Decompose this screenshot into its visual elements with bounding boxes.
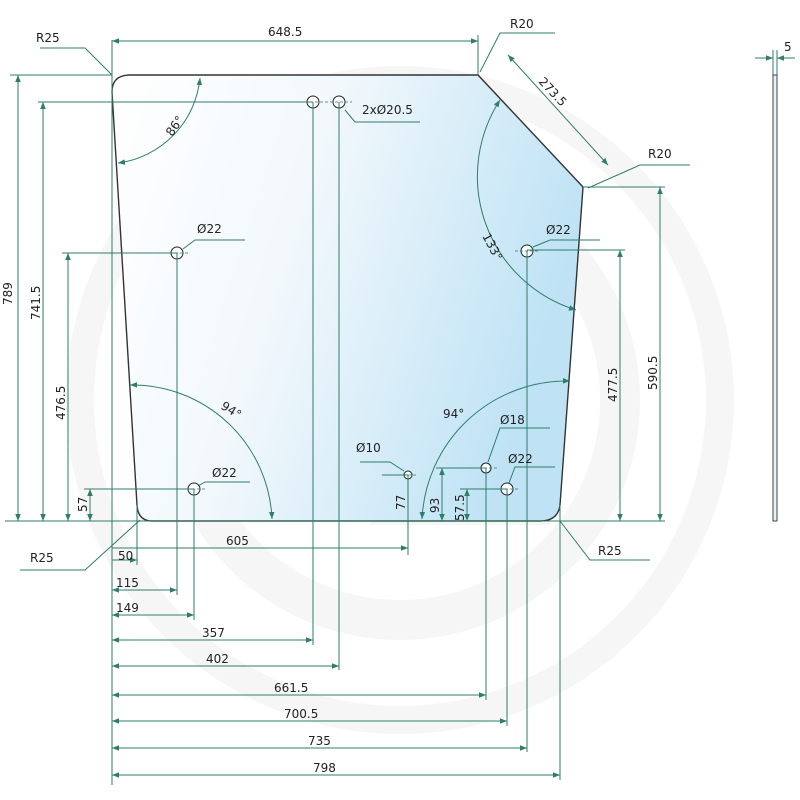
label: 50	[118, 549, 133, 563]
label: 789	[1, 282, 15, 305]
label: 700.5	[284, 707, 318, 721]
label: 93	[428, 498, 442, 513]
label: 77	[394, 495, 408, 510]
label: R20	[510, 17, 534, 31]
center-lines	[165, 101, 540, 490]
label: R20	[648, 147, 672, 161]
label: 476.5	[54, 386, 68, 420]
label: 798	[313, 761, 336, 775]
label: Ø18	[500, 413, 525, 427]
label: 661.5	[274, 681, 308, 695]
label: 94°	[443, 407, 464, 421]
label: Ø22	[508, 452, 533, 466]
label: 402	[206, 652, 229, 666]
label: Ø22	[546, 223, 571, 237]
label: 605	[226, 534, 249, 548]
label: 648.5	[268, 25, 302, 39]
label: 57.5	[453, 494, 467, 521]
label: 477.5	[606, 368, 620, 402]
label: 149	[116, 601, 139, 615]
label: 57	[76, 497, 90, 512]
label: 590.5	[646, 356, 660, 390]
label: 735	[308, 734, 331, 748]
label: R25	[30, 551, 54, 565]
dimension-labels: R25 648.5 R20 273.5 R20 2xØ20.5 86° Ø22 …	[1, 17, 792, 775]
label: R25	[36, 31, 60, 45]
label: 115	[116, 576, 139, 590]
label: Ø22	[197, 222, 222, 236]
side-view-pane	[772, 74, 778, 522]
label: R25	[598, 544, 622, 558]
label: 5	[784, 40, 792, 54]
label: Ø10	[356, 441, 381, 455]
label: 2xØ20.5	[362, 103, 413, 117]
label: Ø22	[212, 466, 237, 480]
label: 357	[202, 626, 225, 640]
label: 741.5	[29, 286, 43, 320]
dimension-lines	[5, 32, 795, 785]
